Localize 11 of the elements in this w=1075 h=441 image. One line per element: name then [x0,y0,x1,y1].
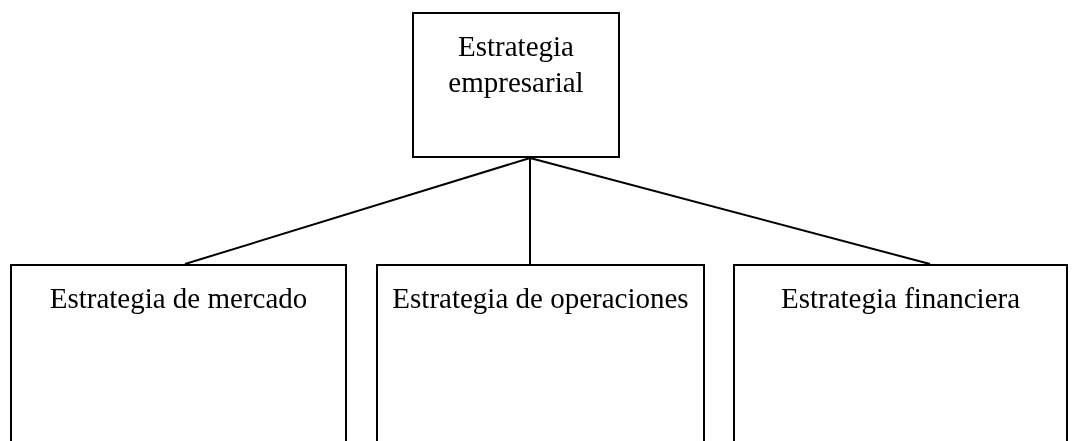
box-label: Estrategia empresarial [447,29,585,100]
strategy-box [733,264,1068,441]
strategy-box [376,264,705,441]
connector-line [529,157,931,265]
box-label: Estrategia de mercado [48,281,309,316]
connector-line [529,157,531,265]
strategy-box [10,264,347,441]
strategy-box [412,12,620,158]
box-label: Estrategia financiera [779,281,1022,316]
connector-line [184,157,531,265]
box-label: Estrategia de operaciones [391,281,690,316]
